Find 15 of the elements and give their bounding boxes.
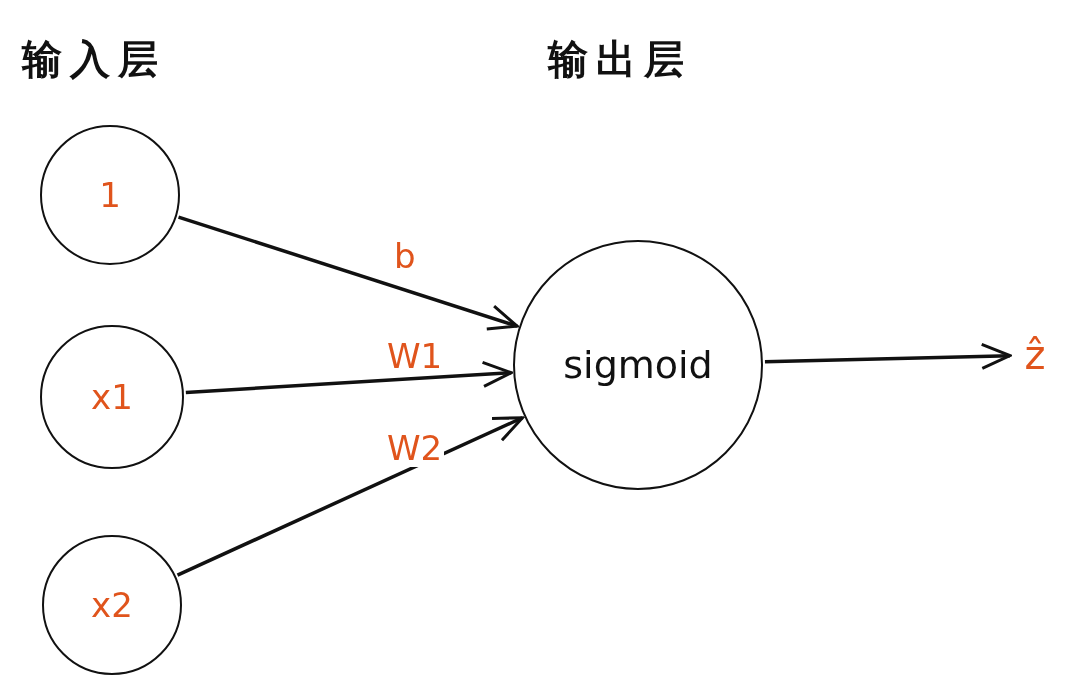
arrow [178, 215, 519, 331]
output-node-circle [513, 240, 763, 490]
arrow [185, 360, 513, 395]
node-label: sigmoid [563, 343, 713, 387]
layer-heading: 输出层 [548, 35, 692, 84]
layer-heading: 输入层 [22, 35, 166, 84]
node-label: x1 [91, 377, 133, 417]
input-node-circle [40, 325, 184, 469]
arrow [764, 342, 1012, 370]
input-node-circle [42, 535, 182, 675]
output-symbol: ẑ [1024, 332, 1046, 378]
arrow [176, 416, 524, 577]
node-label: 1 [99, 175, 121, 215]
node-label: x2 [91, 585, 133, 625]
input-node-circle [40, 125, 180, 265]
